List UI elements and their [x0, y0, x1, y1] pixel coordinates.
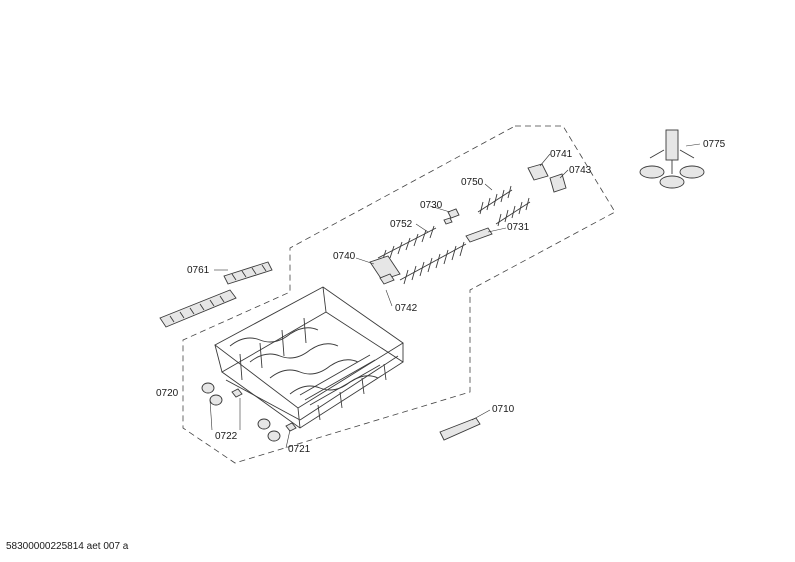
spray-hub	[639, 129, 705, 189]
label-0750: 0750	[461, 177, 484, 188]
label-0720: 0720	[156, 388, 179, 399]
label-0741: 0741	[550, 149, 573, 160]
tine-row-0750	[477, 185, 531, 227]
rail-part	[439, 417, 481, 441]
cutlery-tray	[159, 261, 273, 328]
tine-row-0752	[377, 225, 467, 285]
label-0740: 0740	[333, 251, 356, 262]
label-0742: 0742	[395, 303, 418, 314]
label-0761: 0761	[187, 265, 210, 276]
label-0743: 0743	[569, 165, 592, 176]
label-0722: 0722	[215, 431, 238, 442]
label-0731: 0731	[507, 222, 530, 233]
label-0752: 0752	[390, 219, 413, 230]
label-0775: 0775	[703, 139, 726, 150]
label-0730: 0730	[420, 200, 443, 211]
label-0710: 0710	[492, 404, 515, 415]
label-0721: 0721	[288, 444, 311, 455]
assembly-boundary	[182, 125, 616, 464]
document-code: 58300000225814 aet 007 a	[6, 541, 129, 552]
small-clips	[369, 163, 567, 285]
lower-basket	[214, 286, 404, 429]
leader-lines	[209, 143, 701, 449]
basket-wheels	[201, 382, 297, 442]
